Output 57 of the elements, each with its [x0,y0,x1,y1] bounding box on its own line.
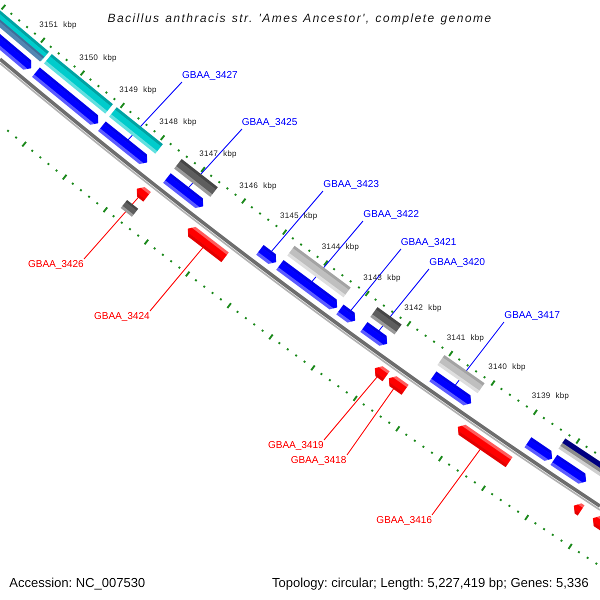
tick-label: 3144 kbp [322,242,360,252]
tick-label: 3148 kbp [159,117,197,127]
tick-label: 3145 kbp [280,211,318,222]
gene-label: GBAA_3416 [376,514,432,526]
gene-feature [360,322,388,346]
tick-label: 3150 kbp [79,53,117,63]
tick-label: 3139 kbp [532,391,570,402]
gene-label: GBAA_3421 [400,237,456,250]
feature-bar [558,438,600,476]
gene-feature [256,244,276,264]
gene-feature [574,503,584,516]
feature-bar [174,158,218,197]
leader-line [324,376,378,440]
feature-bar [437,355,485,394]
tick-label: 3147 kbp [199,148,237,159]
gene-label: GBAA_3427 [182,70,238,82]
gene-label: GBAA_3426 [28,258,84,271]
feature-bar [120,200,138,217]
gene-label: GBAA_3425 [242,117,298,130]
gene-feature [388,376,409,395]
tick-label: 3149 kbp [119,84,157,95]
genome-summary-text: Topology: circular; Length: 5,227,419 bp; Genes: 5,336 [272,575,589,590]
gene-label: GBAA_3417 [504,310,560,322]
gene-feature [336,304,356,323]
leader-line [346,388,394,456]
leader-line [270,190,324,252]
gene-label: GBAA_3423 [323,178,379,191]
gene-feature [136,187,151,202]
gene-feature [429,371,472,406]
gene-feature [32,67,98,125]
gene-feature [276,260,338,310]
diagram-title: Bacillus anthracis str. 'Ames Ancestor', complete genome [108,10,493,25]
gene-feature [98,121,148,164]
tick-label: 3146 kbp [239,180,277,191]
tick-label: 3141 kbp [446,333,484,343]
gene-label: GBAA_3420 [429,256,485,268]
leader-line [150,246,204,312]
tick-label: 3140 kbp [488,362,526,372]
gene-feature [458,424,513,468]
accession-text: Accession: NC_007530 [9,575,146,590]
leader-line [432,448,481,516]
gene-label: GBAA_3419 [268,440,324,452]
gene-feature [550,454,586,484]
leader-line [350,248,402,312]
gene-feature [524,437,552,461]
gene-feature [374,366,390,382]
gene-feature [0,34,32,70]
gene-feature [592,516,600,530]
gene-label: GBAA_3418 [290,454,346,466]
tick-label: 3151 kbp [39,20,77,30]
gene-feature [188,226,229,262]
feature-bar [370,307,402,334]
gene-label: GBAA_3424 [94,310,150,322]
leader-line [84,196,140,260]
gene-feature [163,173,204,208]
tick-label: 3142 kbp [404,303,442,313]
gene-label: GBAA_3422 [363,208,419,221]
